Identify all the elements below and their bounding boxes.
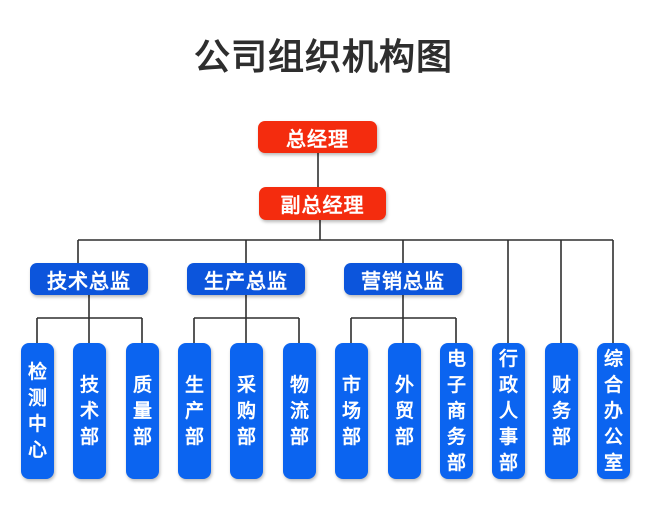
chart-title: 公司组织机构图 xyxy=(193,37,453,78)
dept-box: 行政人事部 xyxy=(492,343,525,479)
dept-label-char: 部 xyxy=(341,426,361,448)
dept-label-char: 场 xyxy=(341,400,361,422)
dept-label-char: 技 xyxy=(79,374,99,396)
deputy-general-manager-box: 副总经理 xyxy=(259,187,386,220)
dept-label-char: 测 xyxy=(27,387,47,409)
dept-label-char: 生 xyxy=(184,374,204,396)
dept-label-char: 购 xyxy=(236,400,256,422)
dept-label-char: 部 xyxy=(394,426,414,448)
dept-label-char: 中 xyxy=(27,413,47,435)
dept-box: 综合办公室 xyxy=(597,343,630,479)
dept-box: 质量部 xyxy=(126,343,159,479)
dept-label-char: 综 xyxy=(603,348,623,370)
dept-label-char: 政 xyxy=(498,374,518,396)
dept-box: 电子商务部 xyxy=(440,343,473,479)
dept-label-char: 产 xyxy=(184,400,204,422)
dept-label-char: 事 xyxy=(498,426,518,448)
dept-label-char: 部 xyxy=(498,452,518,474)
dept-label-char: 电 xyxy=(446,348,466,370)
dept-label-char: 流 xyxy=(289,400,309,422)
dept-label-char: 部 xyxy=(79,426,99,448)
dept-label-char: 外 xyxy=(394,374,414,396)
general-manager-box: 总经理 xyxy=(258,121,377,153)
dept-label-char: 量 xyxy=(132,400,152,422)
dept-box: 市场部 xyxy=(335,343,368,479)
dept-label-char: 务 xyxy=(446,426,466,448)
dept-label-char: 公 xyxy=(603,426,623,448)
dept-label-char: 办 xyxy=(603,400,623,422)
dept-label-char: 部 xyxy=(236,426,256,448)
director-label: 生产总监 xyxy=(204,268,288,293)
dept-label-char: 商 xyxy=(446,400,466,422)
director-box-production: 生产总监 xyxy=(187,263,305,295)
dept-label-char: 部 xyxy=(184,426,204,448)
dept-box: 外贸部 xyxy=(388,343,421,479)
dept-label-char: 财 xyxy=(551,374,571,396)
general-manager-label: 总经理 xyxy=(286,126,349,151)
dept-label-char: 检 xyxy=(27,361,47,383)
dept-label-char: 合 xyxy=(603,374,623,396)
dept-label-char: 市 xyxy=(341,374,361,396)
dept-label-char: 子 xyxy=(446,374,466,396)
dept-box: 技术部 xyxy=(73,343,106,479)
dept-label-char: 贸 xyxy=(394,400,414,422)
dept-label-char: 部 xyxy=(132,426,152,448)
deputy-general-manager-label: 副总经理 xyxy=(280,193,365,217)
dept-label-char: 务 xyxy=(551,400,571,422)
dept-label-char: 物 xyxy=(289,374,309,396)
director-label: 技术总监 xyxy=(47,268,131,293)
dept-label-char: 部 xyxy=(551,426,571,448)
dept-label-char: 采 xyxy=(236,374,256,396)
dept-label-char: 质 xyxy=(132,374,152,396)
dept-box: 生产部 xyxy=(178,343,211,479)
director-box-marketing: 营销总监 xyxy=(344,263,462,295)
dept-label-char: 室 xyxy=(603,452,623,474)
dept-label-char: 术 xyxy=(79,400,99,422)
dept-box: 检测中心 xyxy=(21,343,54,479)
dept-label-char: 人 xyxy=(498,400,518,422)
director-label: 营销总监 xyxy=(361,268,445,293)
director-box-technical: 技术总监 xyxy=(30,263,148,295)
dept-box: 采购部 xyxy=(230,343,263,479)
dept-label-char: 行 xyxy=(498,348,518,370)
dept-label-char: 部 xyxy=(446,452,466,474)
dept-box: 财务部 xyxy=(545,343,578,479)
dept-box: 物流部 xyxy=(283,343,316,479)
dept-label-char: 部 xyxy=(289,426,309,448)
dept-label-char: 心 xyxy=(27,439,47,461)
